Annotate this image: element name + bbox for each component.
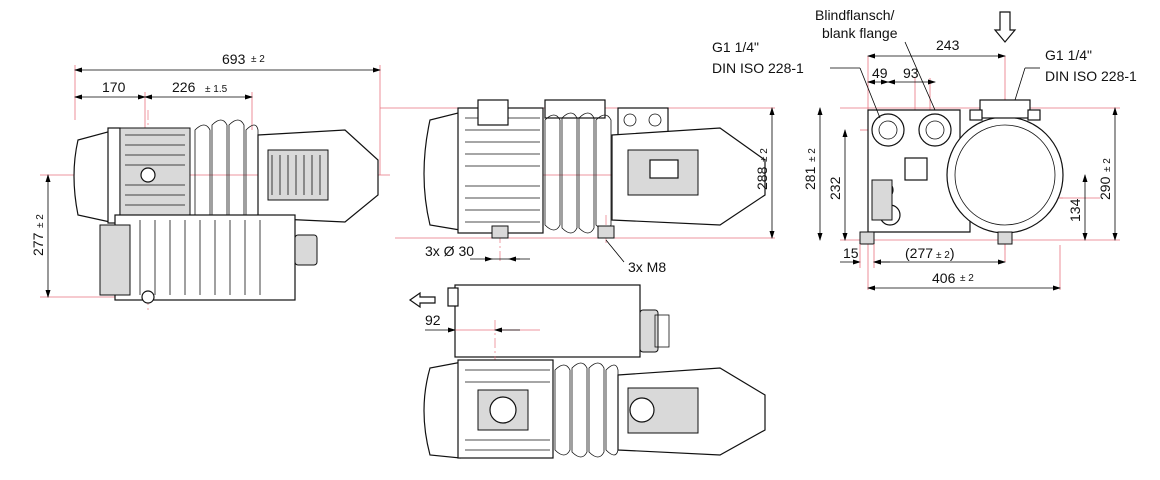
label-blank-flange: blank flange — [822, 25, 898, 41]
dim-406: 406 — [932, 270, 956, 286]
dim-226: 226 — [172, 79, 196, 95]
dim-277: 277 — [30, 232, 46, 256]
dim-232: 232 — [827, 176, 843, 200]
dim-406-tol: ± 2 — [960, 273, 974, 284]
dim-288: 288 — [754, 166, 770, 190]
dim-290-tol: ± 2 — [1102, 158, 1113, 172]
dim-290: 290 — [1097, 176, 1113, 200]
label-3x-m8: 3x M8 — [628, 259, 666, 275]
label-3x-dia-30: 3x Ø 30 — [425, 243, 474, 259]
outlet-arrow-icon — [408, 291, 436, 309]
label-port-left-thread: G1 1/4" — [712, 39, 759, 55]
dim-693-tol: ± 2 — [251, 54, 265, 65]
bottom-view: 92 — [408, 284, 766, 459]
dim-15: 15 — [843, 245, 859, 261]
label-port-left-standard: DIN ISO 228-1 — [712, 60, 804, 76]
side-view: Blindflansch/ blank flange G1 1/4" DIN I… — [712, 7, 1137, 291]
inlet-arrow-icon — [993, 11, 1017, 43]
dim-170: 170 — [102, 79, 126, 95]
dim-281: 281 — [802, 166, 818, 190]
dim-277-paren: (277± 2) — [905, 245, 955, 261]
dim-243: 243 — [936, 37, 960, 53]
label-port-right-thread: G1 1/4" — [1045, 47, 1092, 63]
dim-49: 49 — [872, 65, 888, 81]
dim-134: 134 — [1067, 198, 1083, 222]
dim-288-tol: ± 2 — [759, 148, 770, 162]
dim-281-tol: ± 2 — [807, 148, 818, 162]
dim-226-tol: ± 1.5 — [205, 84, 228, 95]
front-view: 693 ± 2 170 226 ± 1.5 277 ± 2 — [30, 51, 390, 310]
dim-693: 693 — [222, 51, 246, 67]
dim-92: 92 — [425, 312, 441, 328]
label-port-right-standard: DIN ISO 228-1 — [1045, 68, 1137, 84]
dim-93: 93 — [903, 65, 919, 81]
top-view: 288 ± 2 3x Ø 30 3x M8 — [380, 99, 775, 275]
dim-277-tol: ± 2 — [35, 214, 46, 228]
label-blindflansch: Blindflansch/ — [815, 7, 894, 23]
